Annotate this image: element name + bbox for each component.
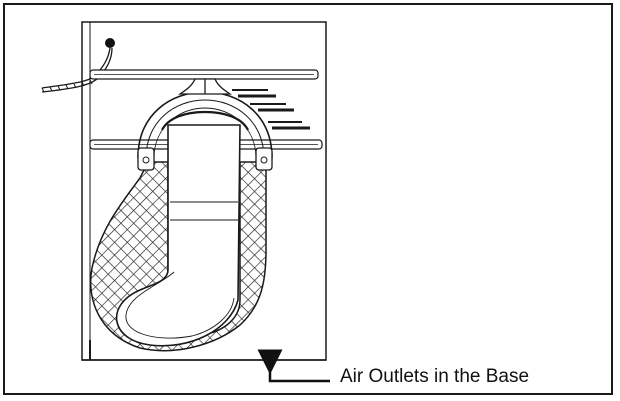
figure-frame — [3, 3, 613, 395]
appliance-base — [82, 340, 326, 361]
top-rail — [89, 69, 319, 80]
power-cord — [41, 38, 115, 93]
air-outlet-arrow — [257, 349, 330, 383]
air-outlets-label: Air Outlets in the Base — [340, 366, 530, 387]
vent-slots — [232, 89, 310, 130]
air-duct-inner-line — [125, 271, 235, 339]
mounting-boss-left — [137, 147, 155, 171]
arch-connector — [177, 78, 233, 95]
mounting-boss-right — [255, 147, 273, 171]
air-duct — [115, 124, 241, 347]
